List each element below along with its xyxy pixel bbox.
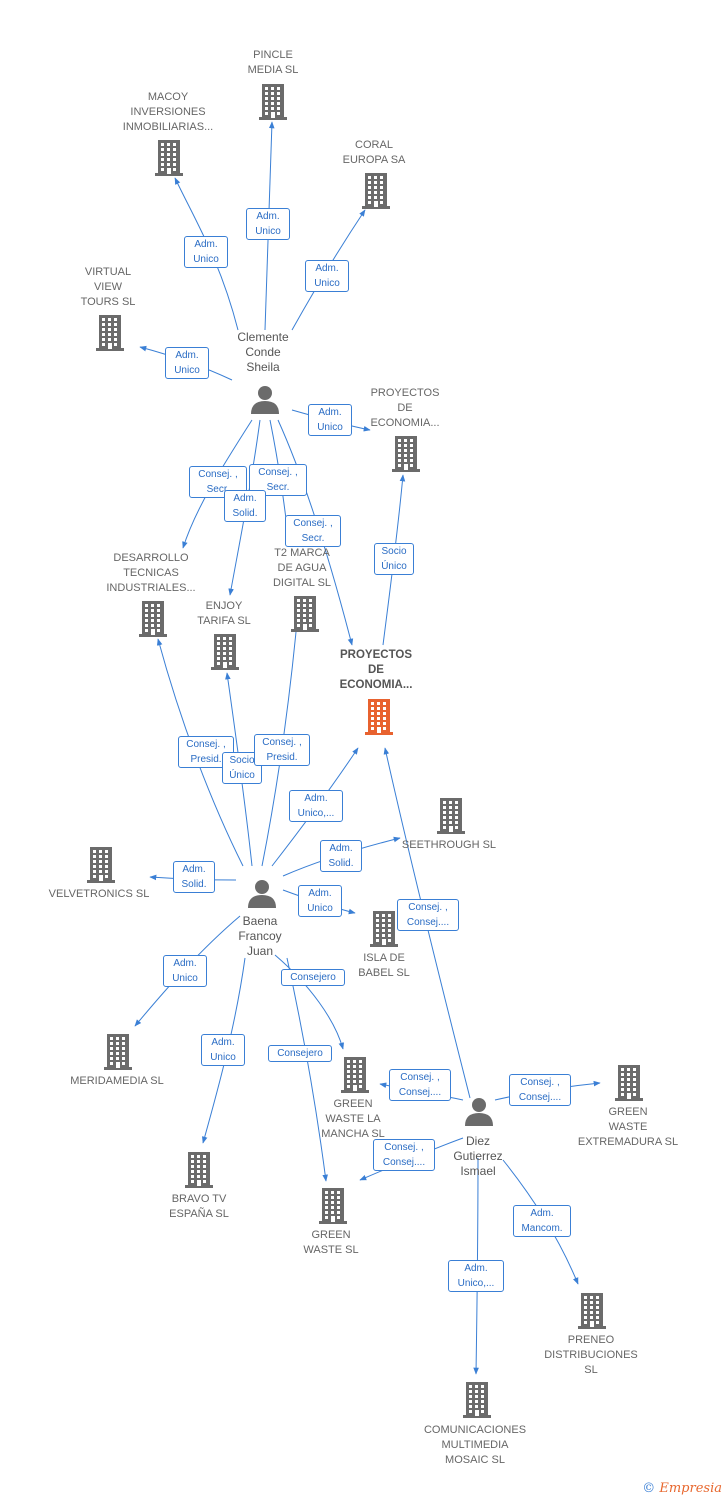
company-green-mancha-icon[interactable] — [341, 1057, 369, 1093]
edge-label-d-comunicaciones: Adm. Unico,... — [448, 1260, 504, 1292]
edge-label-c-enjoy: Adm. Solid. — [224, 490, 266, 522]
edge-label-b-meridamedia: Adm. Unico — [163, 955, 207, 987]
company-proyectos-main-label[interactable]: PROYECTOS DE ECONOMIA... — [339, 649, 413, 691]
company-desarrollo-label[interactable]: DESARROLLO TECNICAS INDUSTRIALES... — [106, 552, 196, 594]
company-desarrollo-icon[interactable] — [139, 601, 167, 637]
company-coral-label[interactable]: CORAL EUROPA SA — [342, 139, 406, 166]
company-green-mancha-label[interactable]: GREEN WASTE LA MANCHA SL — [321, 1098, 385, 1140]
company-proyectos-main-icon[interactable] — [365, 699, 393, 735]
edge-label-b-enjoy: Socio Único — [222, 752, 262, 784]
company-green-waste-icon[interactable] — [319, 1188, 347, 1224]
company-seethrough-icon[interactable] — [437, 798, 465, 834]
edge-label-b-green-mancha: Consejero — [281, 969, 345, 986]
company-comunicaciones-label[interactable]: COMUNICACIONES MULTIMEDIA MOSAIC SL — [423, 1424, 527, 1466]
empresia-footer: © Empresia — [642, 1481, 722, 1496]
company-preneo-label[interactable]: PRENEO DISTRIBUCIONES SL — [544, 1334, 638, 1376]
edge-label-b-main: Adm. Unico,... — [289, 790, 343, 822]
edge-label-b-bravo: Adm. Unico — [201, 1034, 245, 1066]
edge-label-c-main: Consej. , Secr. — [285, 515, 341, 547]
person-diez-icon[interactable] — [465, 1098, 493, 1126]
person-baena-icon[interactable] — [248, 880, 276, 908]
company-velvetronics-label[interactable]: VELVETRONICS SL — [48, 888, 150, 900]
person-diez-name[interactable]: Diez Gutierrez Ismael — [453, 1134, 503, 1178]
edge-label-d-green-waste: Consej. , Consej.... — [373, 1139, 435, 1171]
edge-b-green-mancha — [274, 954, 345, 1050]
edge-label-c-pincle: Adm. Unico — [246, 208, 290, 240]
company-t2-label[interactable]: T2 MARCA DE AGUA DIGITAL SL — [272, 547, 332, 589]
company-green-extremadura-label[interactable]: GREEN WASTE EXTREMADURA SL — [577, 1106, 679, 1148]
edge-label-b-t2: Consej. , Presid. — [254, 734, 310, 766]
edge-label-d-preneo: Adm. Mancom. — [513, 1205, 571, 1237]
company-coral-icon[interactable] — [362, 173, 390, 209]
copyright-symbol: © — [642, 1481, 656, 1496]
edge-label-c-proyectos-top: Adm. Unico — [308, 404, 352, 436]
company-bravo-icon[interactable] — [185, 1152, 213, 1188]
company-pincle-label[interactable]: PINCLE MEDIA SL — [247, 49, 299, 76]
company-velvetronics-icon[interactable] — [87, 847, 115, 883]
company-enjoy-icon[interactable] — [211, 634, 239, 670]
company-proyectos-top-icon[interactable] — [392, 436, 420, 472]
company-bravo-label[interactable]: BRAVO TV ESPAÑA SL — [169, 1193, 229, 1220]
edge-label-b-green-waste: Consejero — [268, 1045, 332, 1062]
person-clemente-name[interactable]: Clemente Conde Sheila — [237, 330, 289, 374]
edge-label-proyectos-main-top: Socio Único — [374, 543, 414, 575]
edge-label-d-green-mancha: Consej. , Consej.... — [389, 1069, 451, 1101]
edge-label-c-desarrollo: Consej. , Secr. — [189, 466, 247, 498]
company-macoy-label[interactable]: MACOY INVERSIONES INMOBILIARIAS... — [122, 91, 214, 133]
company-virtual-icon[interactable] — [96, 315, 124, 351]
company-meridamedia-label[interactable]: MERIDAMEDIA SL — [70, 1075, 164, 1087]
company-proyectos-top-label[interactable]: PROYECTOS DE ECONOMIA... — [370, 387, 440, 429]
company-green-waste-label[interactable]: GREEN WASTE SL — [303, 1229, 359, 1256]
company-pincle-icon[interactable] — [259, 84, 287, 120]
person-baena-name[interactable]: Baena Francoy Juan — [238, 914, 282, 958]
person-clemente-icon[interactable] — [251, 386, 279, 414]
edge-label-c-macoy: Adm. Unico — [184, 236, 228, 268]
edge-label-b-isla: Adm. Unico — [298, 885, 342, 917]
company-green-extremadura-icon[interactable] — [615, 1065, 643, 1101]
edge-label-d-extremadura: Consej. , Consej.... — [509, 1074, 571, 1106]
company-meridamedia-icon[interactable] — [104, 1034, 132, 1070]
company-macoy-icon[interactable] — [155, 140, 183, 176]
edge-label-c-virtual: Adm. Unico — [165, 347, 209, 379]
edge-label-d-main: Consej. , Consej.... — [397, 899, 459, 931]
edge-label-b-seethrough: Adm. Solid. — [320, 840, 362, 872]
edge-label-c-coral: Adm. Unico — [305, 260, 349, 292]
company-preneo-icon[interactable] — [578, 1293, 606, 1329]
company-seethrough-label[interactable]: SEETHROUGH SL — [401, 839, 497, 851]
company-enjoy-label[interactable]: ENJOY TARIFA SL — [197, 600, 251, 627]
company-isla-label[interactable]: ISLA DE BABEL SL — [358, 952, 410, 979]
company-comunicaciones-icon[interactable] — [463, 1382, 491, 1418]
brand-logo-text[interactable]: Empresia — [659, 1481, 722, 1496]
edge-b-green-waste — [286, 957, 328, 1182]
company-virtual-label[interactable]: VIRTUAL VIEW TOURS SL — [80, 266, 136, 308]
edge-label-b-velvetronics: Adm. Solid. — [173, 861, 215, 893]
company-isla-icon[interactable] — [370, 911, 398, 947]
company-t2-icon[interactable] — [291, 596, 319, 632]
